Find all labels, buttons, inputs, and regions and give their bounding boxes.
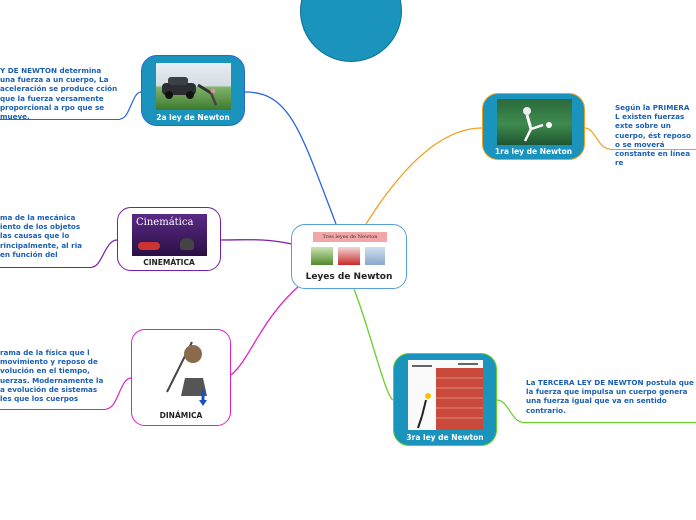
- node-ley3[interactable]: 3ra ley de Newton: [393, 353, 497, 446]
- link-note-ley1: [584, 127, 611, 150]
- link-note-cinematica: [91, 239, 118, 268]
- wall-push-icon: [412, 363, 483, 430]
- tree-icon: [180, 238, 194, 250]
- link-ley2: [244, 91, 337, 225]
- link-dinamica: [230, 284, 301, 376]
- link-ley1: [365, 127, 483, 225]
- soccer-kick-icon: [523, 107, 552, 142]
- central-title: Leyes de Newton: [305, 272, 393, 282]
- link-note-dinamica: [105, 377, 132, 410]
- cinematica-label: CINEMÁTICA: [143, 258, 195, 267]
- central-node[interactable]: Tres leyes de Newton Leyes de Newton: [291, 224, 407, 289]
- dinamica-image: [166, 341, 207, 406]
- central-thumb-1: [311, 247, 333, 265]
- dinamica-label: DINÁMICA: [159, 411, 203, 420]
- node-dinamica[interactable]: DINÁMICA: [131, 329, 231, 426]
- car-icon: [138, 242, 160, 250]
- ley1-label: 1ra ley de Newton: [494, 147, 573, 156]
- node-ley1[interactable]: 1ra ley de Newton: [482, 93, 585, 160]
- central-thumb-2: [338, 247, 360, 265]
- ley2-image: [156, 63, 231, 110]
- note-dinamica-underline: [0, 409, 106, 410]
- link-ley3: [353, 288, 394, 401]
- node-ley2[interactable]: 2a ley de Newton: [141, 55, 245, 126]
- link-note-ley3: [496, 399, 523, 423]
- ley3-label: 3ra ley de Newton: [406, 433, 484, 442]
- car-push-icon: [162, 77, 218, 106]
- central-thumb-3: [365, 247, 385, 265]
- ley3-image: [408, 360, 483, 430]
- note-ley3: La TERCERA LEY DE NEWTON postula que la …: [526, 378, 694, 415]
- note-cinematica: ma de la mecánica iento de los objetos l…: [0, 213, 83, 259]
- note-ley2-underline: [0, 119, 120, 120]
- cinematica-image: Cinemática: [132, 214, 207, 256]
- note-ley3-underline: [522, 422, 696, 423]
- link-cinematica: [219, 239, 293, 245]
- central-banner: Tres leyes de Newton: [313, 232, 387, 242]
- ley2-label: 2a ley de Newton: [156, 113, 230, 122]
- note-cinematica-underline: [0, 267, 92, 268]
- note-ley1: Según la PRIMERA L existen fuerzas exte …: [615, 103, 691, 168]
- ley1-image: [497, 99, 572, 145]
- note-ley2: Y DE NEWTON determina una fuerza a un cu…: [0, 66, 118, 122]
- note-ley1-underline: [610, 149, 696, 150]
- cinematica-image-text: Cinemática: [136, 217, 194, 228]
- note-dinamica: rama de la física que l movimiento y rep…: [0, 348, 104, 404]
- node-cinematica[interactable]: Cinemática CINEMÁTICA: [117, 207, 221, 271]
- link-note-ley2: [119, 91, 142, 120]
